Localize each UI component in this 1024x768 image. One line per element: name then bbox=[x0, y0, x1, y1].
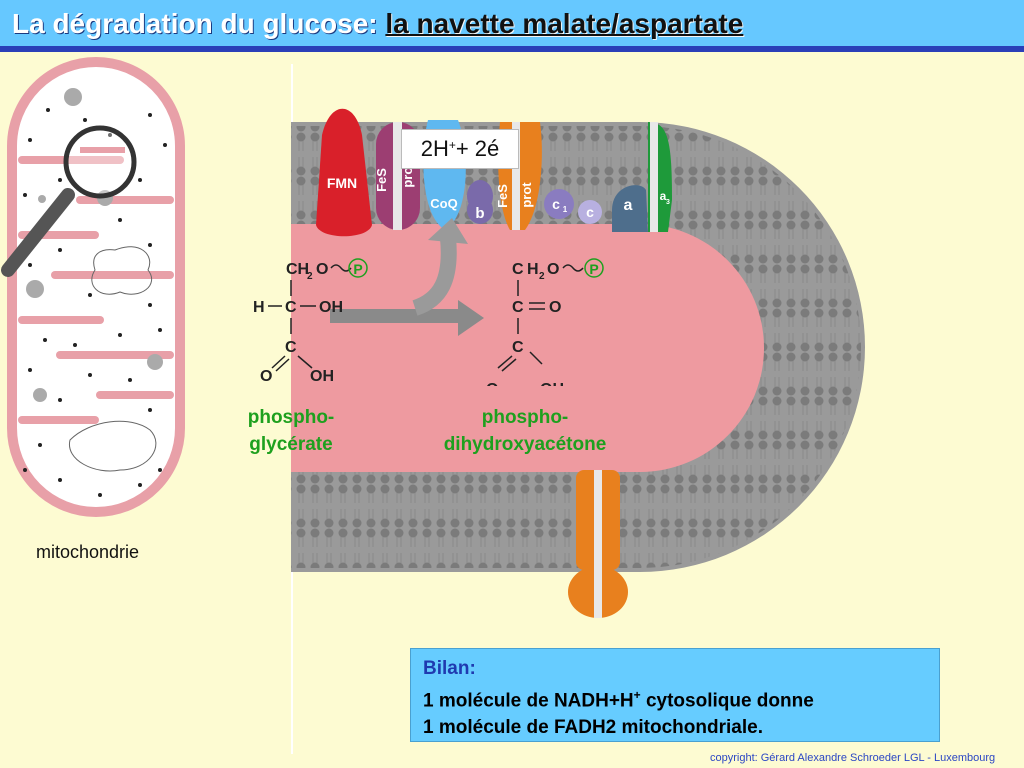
bilan-line1-a: 1 molécule de NADH+H bbox=[423, 690, 634, 712]
svg-text:FeS: FeS bbox=[495, 184, 510, 208]
svg-text:C: C bbox=[285, 339, 297, 356]
svg-text:O: O bbox=[549, 299, 561, 316]
svg-text:O: O bbox=[316, 261, 328, 278]
label-phosphoglycerate: phospho- glycérate bbox=[236, 404, 346, 458]
copyright-text: copyright: Gérard Alexandre Schroeder LG… bbox=[710, 752, 996, 764]
electrons-rest: + 2é bbox=[455, 136, 500, 161]
reaction-arrow bbox=[330, 218, 484, 336]
label-pdhap-line1: phospho- bbox=[481, 407, 569, 428]
electrons-main: 2H bbox=[420, 136, 449, 161]
protein-b: b bbox=[467, 180, 493, 224]
label-pdhap-line2: dihydroxyacétone bbox=[443, 434, 607, 455]
svg-text:FeS: FeS bbox=[374, 168, 389, 192]
bilan-line1-sup: + bbox=[633, 688, 641, 702]
svg-text:C: C bbox=[512, 261, 524, 278]
svg-text:OH: OH bbox=[310, 368, 334, 385]
svg-text:O: O bbox=[547, 261, 559, 278]
label-phosphoglycerate-line1: phospho- bbox=[247, 407, 335, 428]
svg-text:a: a bbox=[660, 189, 667, 203]
label-phosphoglycerate-line2: glycérate bbox=[249, 434, 333, 455]
protein-c: c bbox=[578, 200, 602, 224]
svg-text:2: 2 bbox=[539, 271, 545, 282]
svg-text:b: b bbox=[475, 205, 484, 222]
protein-c1: c 1 bbox=[544, 189, 574, 219]
protein-a: a bbox=[612, 185, 648, 232]
svg-text:P: P bbox=[353, 261, 362, 277]
svg-text:CH: CH bbox=[286, 261, 309, 278]
svg-text:c: c bbox=[552, 196, 560, 212]
mitochondrion bbox=[1, 57, 185, 517]
svg-text:a: a bbox=[624, 197, 633, 214]
electrons-sup: + bbox=[448, 138, 456, 152]
svg-text:FMN: FMN bbox=[327, 175, 357, 191]
magnifier-icon bbox=[1, 125, 137, 277]
svg-text:P: P bbox=[589, 261, 598, 277]
svg-text:prot: prot bbox=[519, 182, 534, 208]
molecule-phosphodihydroxyacetone: C H 2 O P C O C O OH bbox=[486, 258, 604, 398]
svg-text:H: H bbox=[527, 261, 539, 278]
protein-glycerophosphate-shuttle bbox=[568, 470, 628, 618]
svg-text:3: 3 bbox=[666, 199, 670, 206]
svg-text:H: H bbox=[253, 299, 265, 316]
bilan-box: Bilan: 1 molécule de NADH+H+ cytosolique… bbox=[410, 648, 940, 742]
bilan-line1-b: cytosolique donne bbox=[640, 690, 814, 712]
svg-text:O: O bbox=[486, 381, 498, 398]
title-sub: la navette malate/aspartate bbox=[385, 8, 744, 39]
svg-text:C: C bbox=[285, 299, 297, 316]
svg-text:C: C bbox=[512, 339, 524, 356]
molecule-phosphoglycerate: CH 2 O P H C OH C O OH bbox=[253, 258, 368, 385]
protein-a3: a 3 bbox=[648, 122, 672, 232]
svg-text:O: O bbox=[260, 368, 272, 385]
mitochondrion-label: mitochondrie bbox=[36, 542, 140, 562]
svg-text:CoQ: CoQ bbox=[430, 196, 457, 211]
svg-text:C: C bbox=[512, 299, 524, 316]
bilan-line2: 1 molécule de FADH2 mitochondriale. bbox=[423, 717, 763, 739]
electrons-badge: 2H+ + 2é bbox=[401, 129, 519, 169]
page-title: La dégradation du glucose: la navette ma… bbox=[12, 8, 743, 40]
protein-fmn: FMN bbox=[316, 108, 372, 237]
label-phosphodihydroxyacetone: phospho- dihydroxyacétone bbox=[425, 404, 625, 458]
svg-text:c: c bbox=[586, 204, 594, 220]
bilan-line1: 1 molécule de NADH+H+ cytosolique donne bbox=[423, 682, 927, 714]
svg-text:1: 1 bbox=[563, 205, 568, 214]
title-bar: La dégradation du glucose: la navette ma… bbox=[0, 0, 1024, 52]
svg-text:OH: OH bbox=[319, 299, 343, 316]
svg-text:OH: OH bbox=[540, 381, 564, 398]
bilan-title: Bilan: bbox=[423, 658, 476, 679]
svg-text:2: 2 bbox=[307, 271, 313, 282]
title-main: La dégradation du glucose: bbox=[12, 8, 378, 39]
